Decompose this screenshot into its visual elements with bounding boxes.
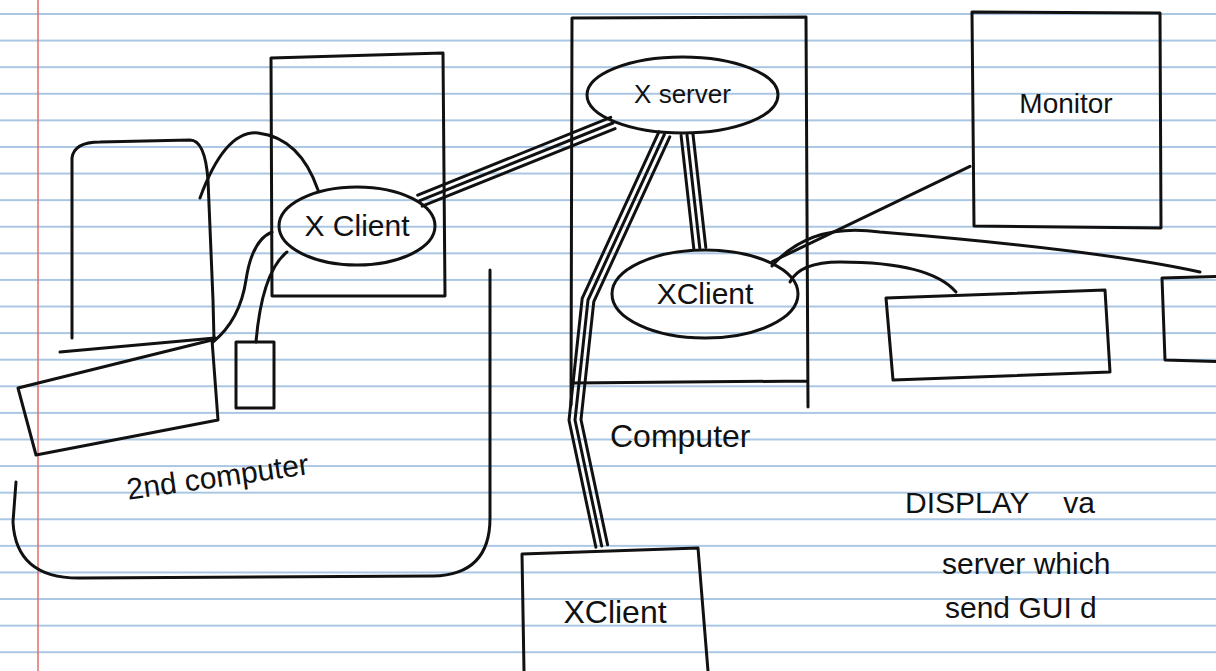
server-ellipse: X server [585, 55, 780, 135]
cable-bundle [681, 134, 706, 248]
node-label: Monitor [1019, 88, 1112, 120]
cable-line [420, 123, 613, 201]
computer-region: 2nd computer X Client [8, 40, 498, 585]
mouse-sketch [236, 342, 274, 408]
cable-bundle [418, 117, 615, 206]
shape-outline [522, 548, 708, 671]
note-text: send GUI d [945, 590, 1097, 626]
node-label: Computer [610, 418, 751, 455]
cable [790, 262, 956, 292]
note-text: DISPLAY va [905, 485, 1095, 521]
ellipse-outline [587, 57, 778, 133]
ellipse-outline [612, 250, 798, 338]
cable [213, 232, 272, 342]
cable [256, 252, 287, 342]
ellipse-outline [279, 187, 435, 265]
computer-box: Computer X serverXClient [570, 15, 810, 470]
tower-box [271, 53, 445, 296]
computer-region-outline [8, 40, 498, 585]
monitor-box: Monitor [970, 10, 1162, 230]
node-label: X Client [304, 209, 409, 244]
node-label: XClient [563, 594, 666, 631]
client-box: XClient [520, 546, 710, 671]
cable-line [772, 166, 970, 261]
cable-line [581, 137, 670, 545]
monitor-box-outline [970, 10, 1162, 230]
mouse-sketch [1162, 276, 1216, 362]
cable-line [681, 136, 694, 249]
cable-bundle [569, 132, 670, 547]
cable-line [687, 135, 700, 248]
cable [772, 230, 1200, 272]
cable-line [575, 134, 664, 546]
monitor-sketch [72, 140, 214, 340]
client-ellipse: X Client [277, 185, 437, 267]
cable-line [693, 134, 706, 247]
cable-line [422, 129, 615, 207]
keyboard-sketch [886, 290, 1110, 380]
client-ellipse: XClient [610, 248, 800, 340]
cable-line [418, 117, 611, 195]
node-label: 2nd computer [124, 447, 310, 507]
shape-outline [13, 270, 490, 578]
keyboard-sketch [18, 340, 218, 455]
note-text: server which [942, 546, 1110, 582]
node-label: XClient [657, 277, 754, 312]
shape-outline [972, 12, 1161, 228]
cable [200, 133, 318, 198]
node-label: X server [634, 80, 731, 110]
cable-line [569, 132, 659, 547]
cable [772, 166, 970, 261]
shape-outline [571, 17, 808, 407]
